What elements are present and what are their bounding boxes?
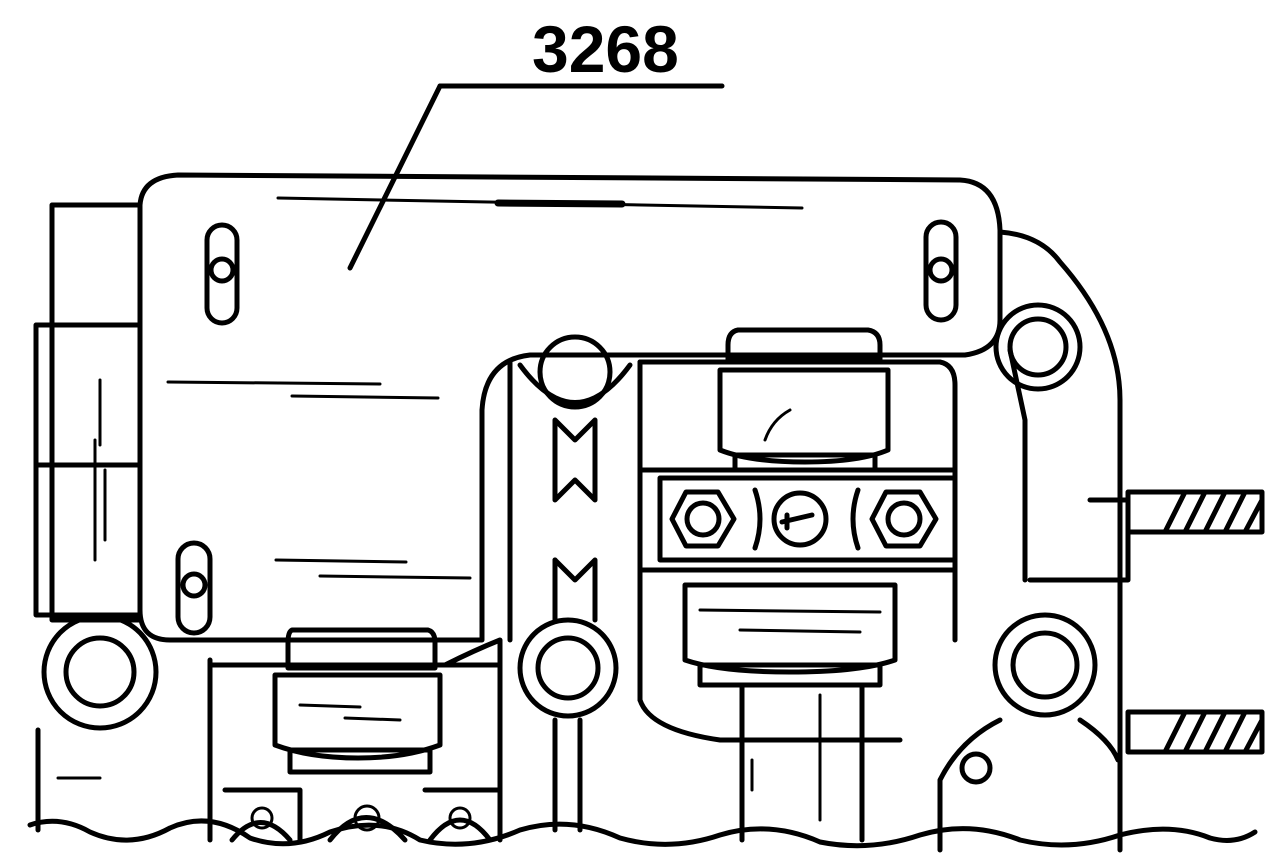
slot-top-left — [204, 222, 240, 326]
slot-top-right — [923, 219, 959, 323]
lower-spool — [682, 582, 898, 843]
upper-spool — [717, 327, 891, 473]
threaded-stud-lower — [1125, 709, 1265, 755]
bottom-break-line — [27, 818, 1258, 849]
central-column — [507, 334, 643, 833]
lower-left-spool — [272, 627, 443, 775]
left-edge-blocks — [33, 202, 143, 833]
left-bolt-boss — [41, 613, 159, 731]
callout-label: 3268 — [532, 12, 679, 86]
threaded-stud-upper — [1125, 489, 1265, 535]
right-housing — [937, 229, 1131, 853]
tool-plate — [137, 172, 1003, 643]
slot-bottom-left — [175, 540, 213, 636]
nut-screw-row — [657, 475, 958, 563]
